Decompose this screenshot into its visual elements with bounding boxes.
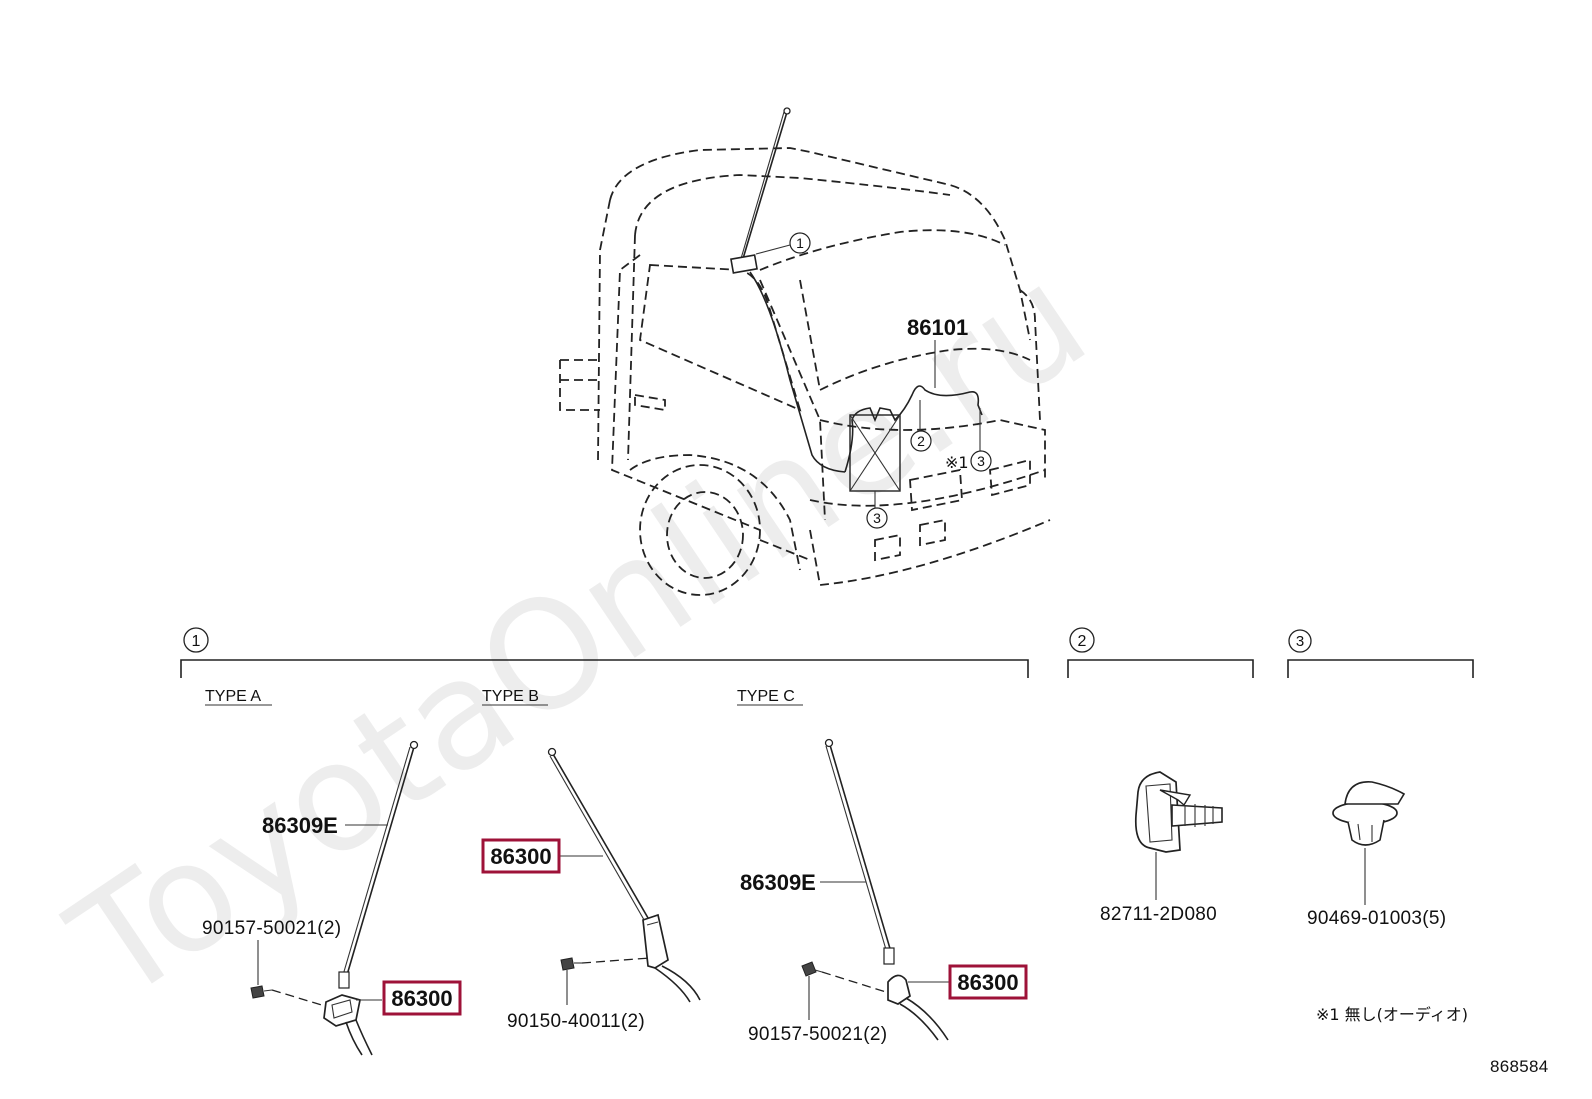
callout-3-truck-right: 3 (970, 450, 992, 472)
type-c-group: TYPE C (737, 688, 950, 1041)
svg-text:3: 3 (1296, 633, 1304, 650)
diagram-id: 868584 (1490, 1057, 1549, 1076)
callout-2-truck: 2 (910, 430, 932, 452)
svg-text:1: 1 (192, 633, 201, 650)
svg-text:2: 2 (1078, 633, 1087, 650)
label-type-b-antenna[interactable]: 86300 (490, 844, 551, 869)
type-c-title: TYPE C (737, 688, 795, 705)
truck-antenna (730, 107, 791, 274)
callout-1-truck: 1 (755, 232, 811, 255)
svg-text:2: 2 (917, 433, 925, 449)
clamp-group-box (849, 400, 981, 508)
feeder-cable-86101 (749, 271, 983, 473)
callout-3-truck-left: 3 (866, 507, 888, 529)
label-86101[interactable]: 86101 (907, 315, 968, 340)
section-3-header: 3 (1287, 629, 1474, 678)
label-90469-01003[interactable]: 90469-01003(5) (1307, 908, 1446, 929)
label-type-c-base[interactable]: 86300 (957, 970, 1018, 995)
footnote: ※1 無し(オーディオ) (1316, 1005, 1468, 1024)
svg-text:3: 3 (873, 510, 881, 526)
truck-cab-illustration (559, 147, 1051, 596)
clip-90469-illustration (1332, 781, 1406, 905)
type-b-title: TYPE B (482, 688, 539, 705)
section-1-header: 1 (180, 627, 1029, 678)
label-type-b-screw[interactable]: 90150-40011(2) (507, 1011, 645, 1032)
svg-text:1: 1 (796, 235, 804, 251)
label-type-c-screw[interactable]: 90157-50021(2) (748, 1024, 887, 1045)
highlight-box-type-c (948, 964, 1028, 1000)
svg-text:3: 3 (977, 453, 985, 469)
highlight-box-type-a (382, 980, 462, 1016)
type-b-group: TYPE B (482, 688, 701, 1005)
section-2-header: 2 (1067, 627, 1254, 678)
type-a-group: TYPE A (205, 688, 419, 1056)
highlight-box-type-b (481, 838, 561, 874)
label-type-a-antenna[interactable]: 86309E (262, 813, 338, 838)
label-type-c-antenna[interactable]: 86309E (740, 870, 816, 895)
clamp-82711-illustration (1134, 771, 1223, 900)
label-type-a-base[interactable]: 86300 (391, 986, 452, 1011)
label-82711-2D080[interactable]: 82711-2D080 (1100, 904, 1217, 925)
type-a-title: TYPE A (205, 688, 261, 705)
note-mark-1: ※1 (945, 453, 969, 472)
label-type-a-screw[interactable]: 90157-50021(2) (202, 918, 341, 939)
